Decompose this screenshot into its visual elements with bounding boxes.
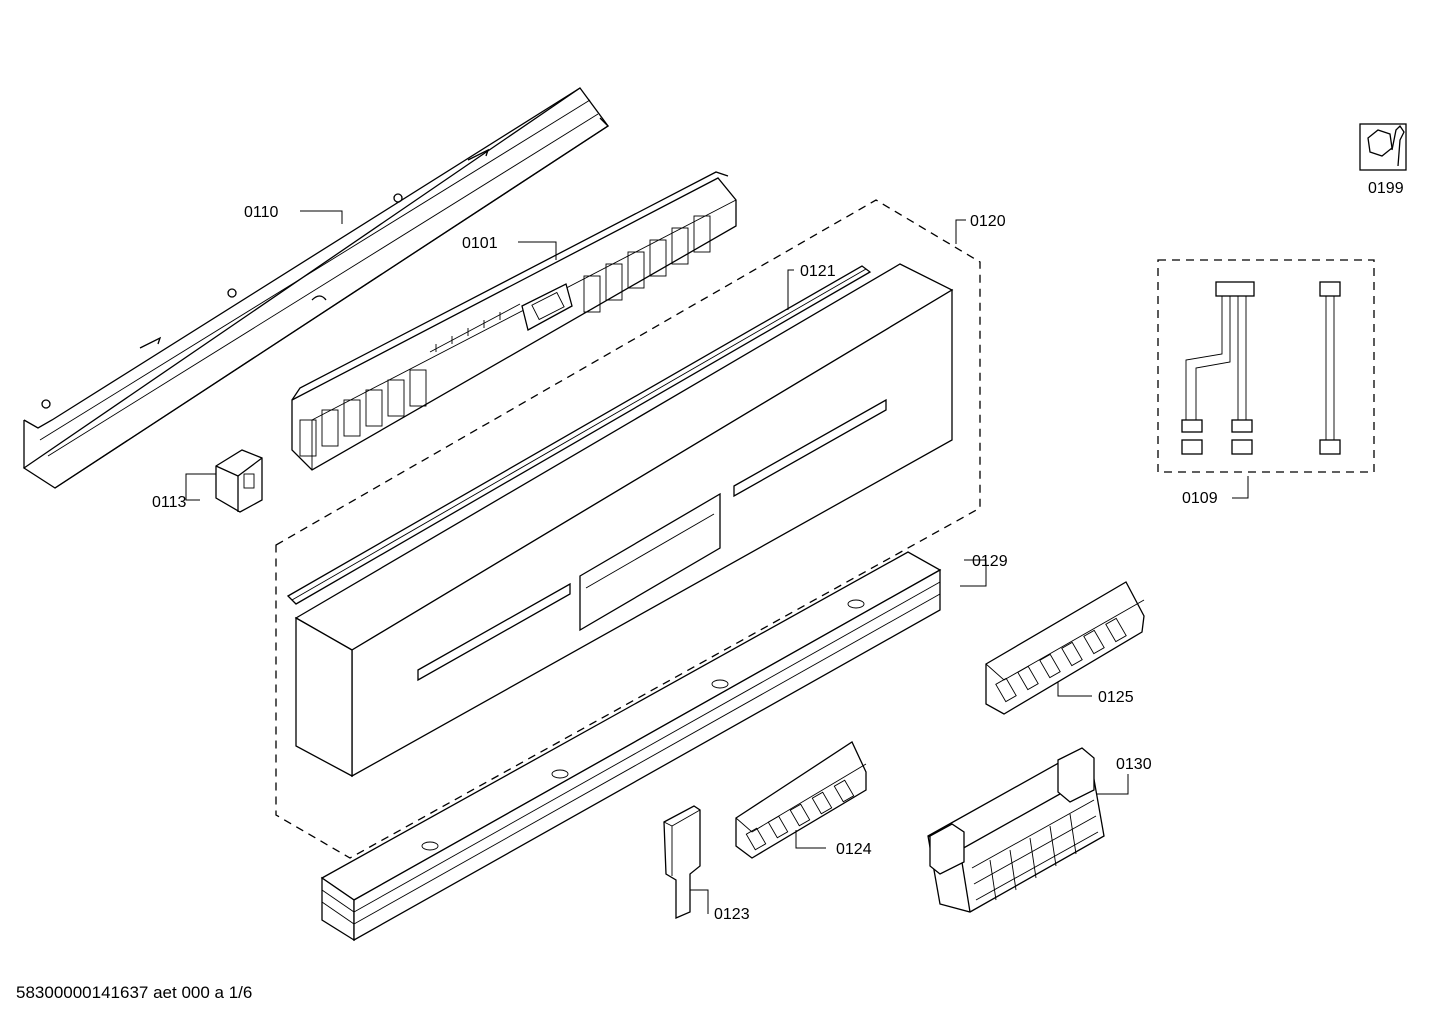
holder-0124-slots (745, 779, 855, 851)
board-switch-row-right (583, 215, 711, 313)
label-0124: 0124 (836, 841, 872, 858)
label-0113: 0113 (152, 494, 187, 511)
part-0124-switch-holder[interactable] (735, 741, 867, 859)
part-0120-fascia-panel[interactable] (294, 263, 954, 778)
label-0199: 0199 (1368, 180, 1404, 197)
part-0101-control-board[interactable] (291, 171, 737, 471)
holder-0130-grid (971, 799, 1099, 901)
label-0130: 0130 (1116, 756, 1152, 773)
document-code: 58300000141637 aet 000 a 1/6 (16, 983, 252, 1002)
label-0120: 0120 (970, 213, 1006, 230)
label-0101: 0101 (462, 235, 498, 252)
label-0125: 0125 (1098, 689, 1134, 706)
label-0110: 0110 (244, 204, 279, 221)
label-0109: 0109 (1182, 490, 1218, 507)
part-0113-clip[interactable] (215, 449, 263, 513)
part-0125-switch-holder[interactable] (985, 581, 1145, 715)
label-0121: 0121 (800, 263, 836, 280)
board-display-module (521, 283, 573, 331)
part-0129-lower-strip[interactable] (320, 551, 942, 942)
cable-harness-a (1181, 281, 1255, 455)
holder-0125-slots (995, 617, 1127, 703)
part-0110-rail[interactable] (22, 87, 610, 489)
part-0121-trim-strip[interactable] (286, 265, 872, 605)
part-0130-holder[interactable] (927, 747, 1105, 913)
label-0123: 0123 (714, 906, 750, 923)
board-switch-row-left (299, 369, 427, 457)
wrench-icon (1391, 124, 1405, 167)
assembly-boundary-0120 (275, 199, 981, 859)
board-led-row (429, 303, 521, 353)
part-0199-service-icon[interactable] (1359, 123, 1407, 171)
part-0109-cable-set[interactable] (1157, 259, 1375, 473)
label-0129: 0129 (972, 553, 1008, 570)
part-0123-slide-button[interactable] (663, 805, 701, 919)
cable-harness-b (1319, 281, 1341, 455)
leader-lines (185, 210, 1249, 914)
